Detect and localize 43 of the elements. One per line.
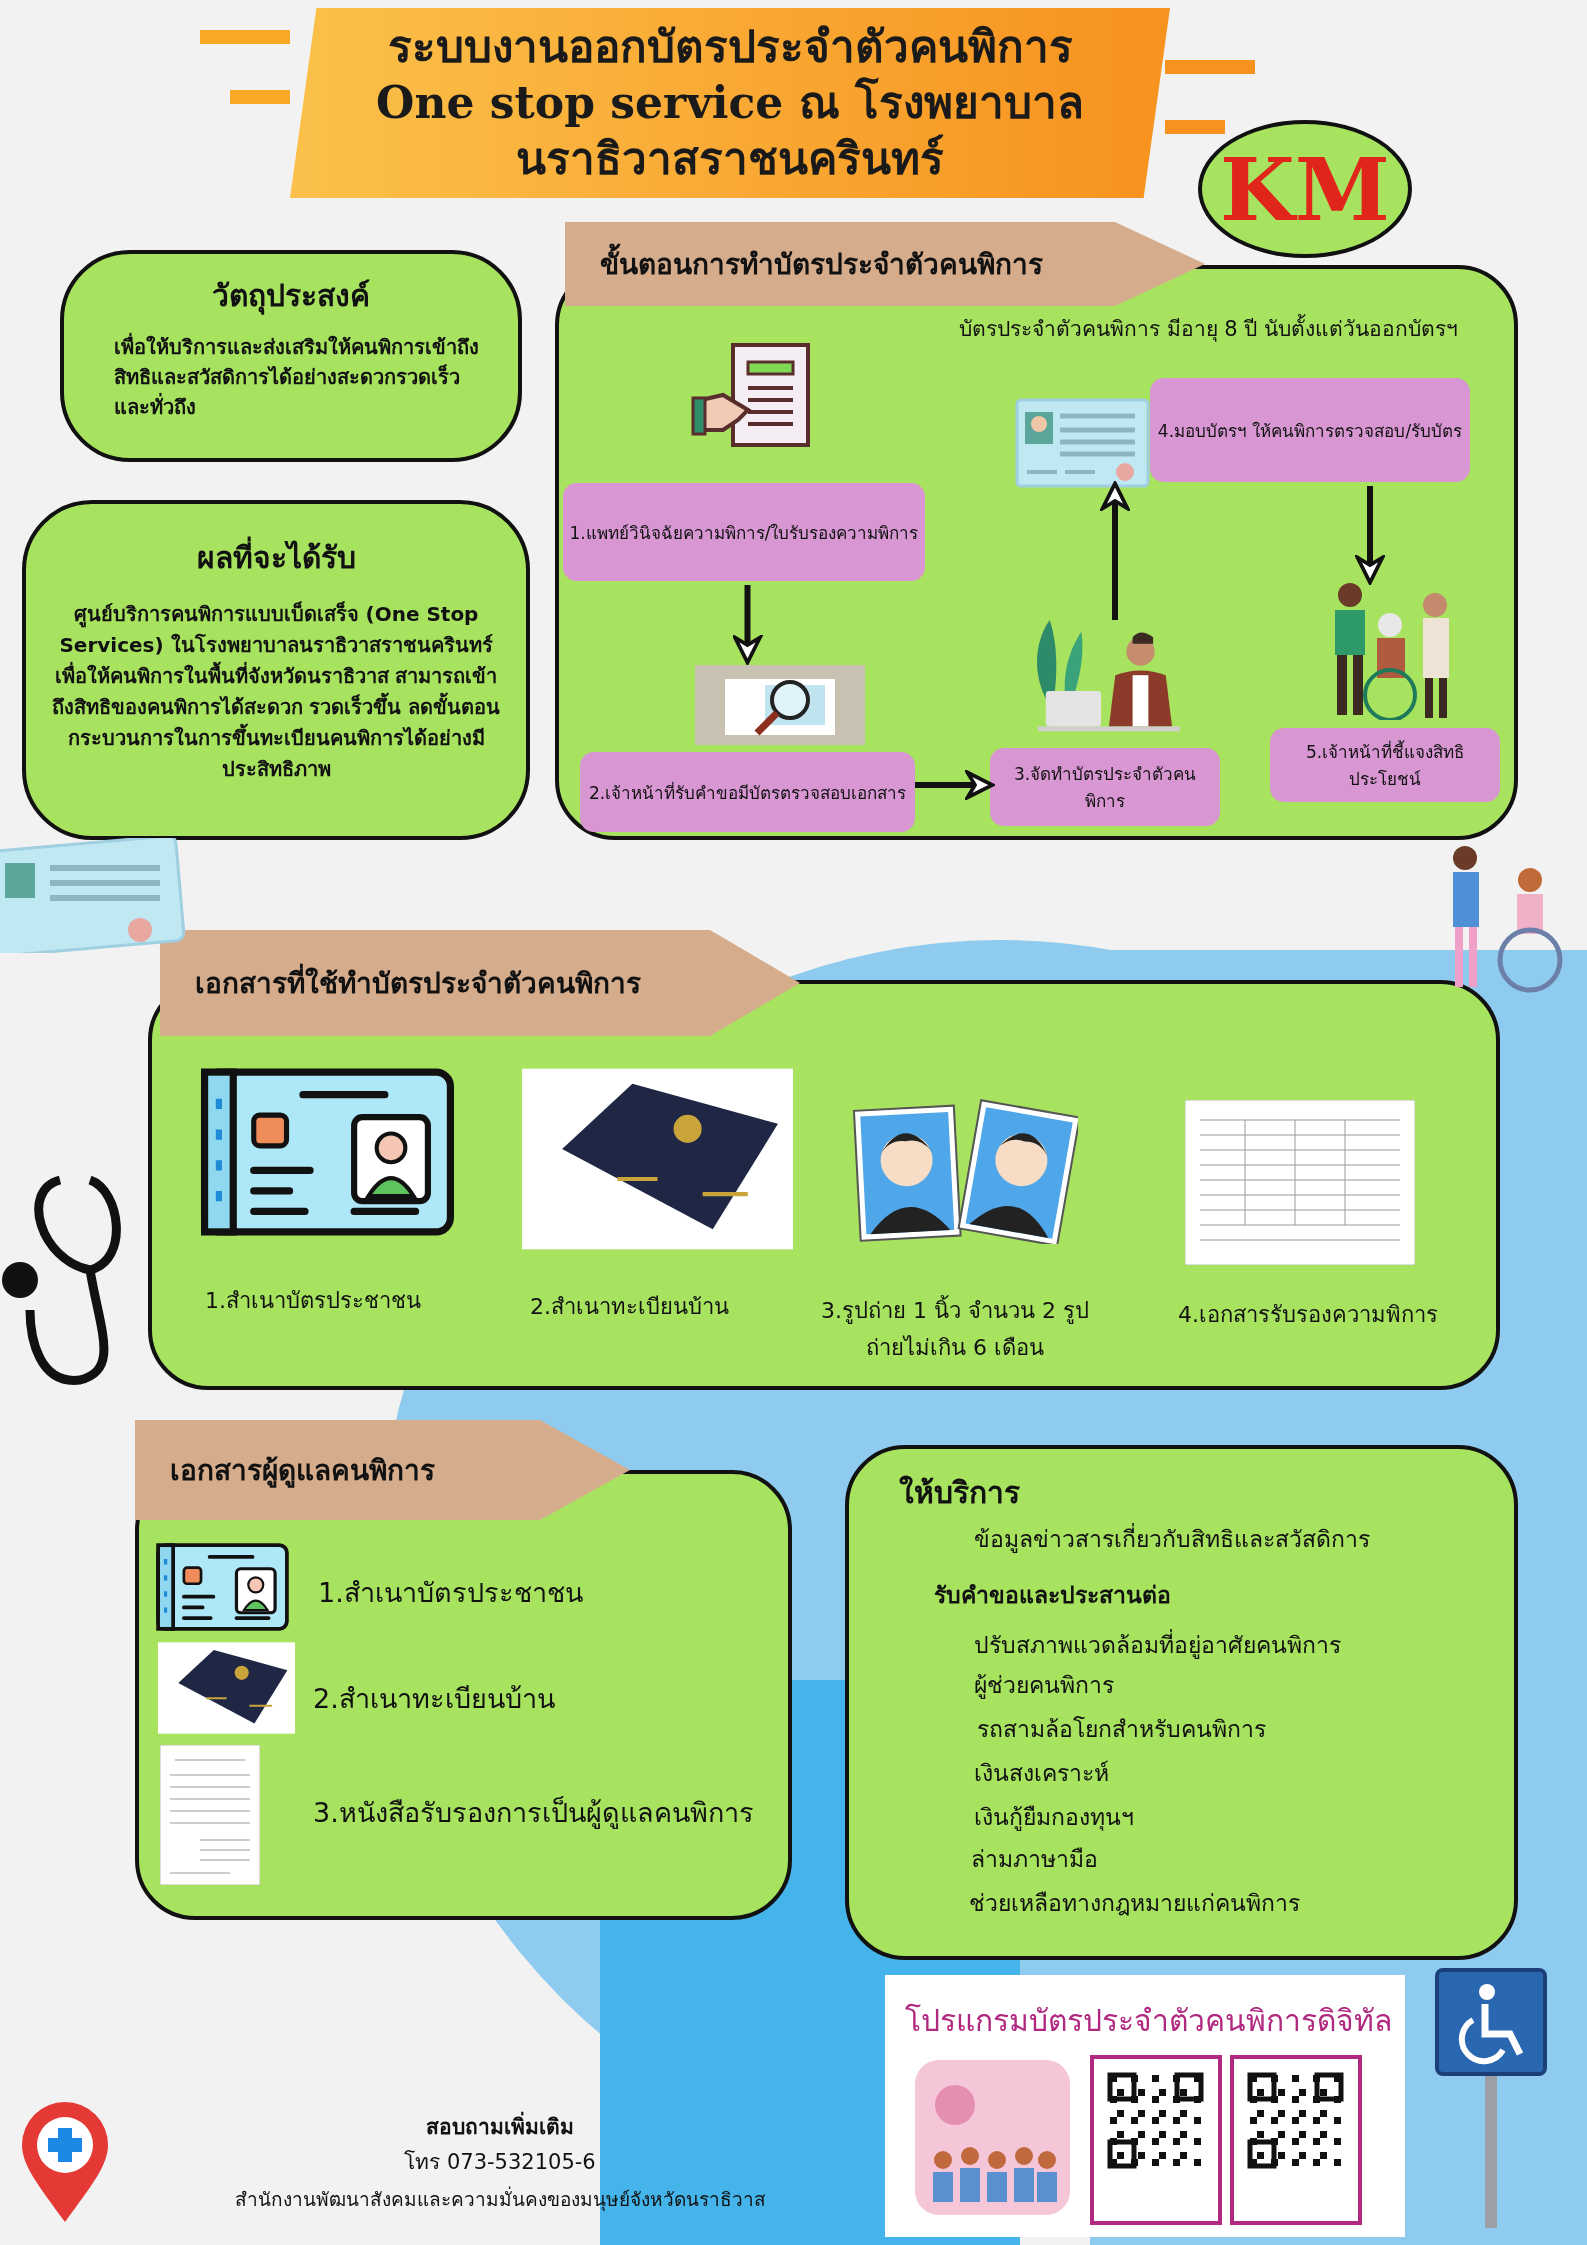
service-item: เงินกู้ยืมกองทุนฯ [974, 1803, 1134, 1833]
arrow [733, 585, 762, 665]
info-card [60, 250, 522, 462]
services-card [845, 1445, 1518, 1960]
subheading: รับคำขอและประสานต่อ [934, 1581, 1171, 1610]
service-item: เงินสงเคราะห์ [974, 1759, 1109, 1788]
app-promo-card [885, 1975, 1405, 2237]
km-badge: KM [1198, 120, 1412, 258]
step-label: 5.เจ้าหน้าที่ชี้แจงสิทธิประโยชน์ [1270, 728, 1500, 802]
card-heading: ผลที่จะได้รับ [26, 534, 526, 581]
section-tab: เอกสารผู้ดูแลคนพิการ [135, 1420, 630, 1520]
document-caption: 2.สำเนาทะเบียนบ้าน [313, 1682, 555, 1716]
arrow [915, 770, 995, 800]
service-item: ข้อมูลข่าวสารเกี่ยวกับสิทธิและสวัสดิการ [974, 1521, 1370, 1557]
step-label: 3.จัดทำบัตรประจำตัวคนพิการ [990, 748, 1220, 826]
step-label: 4.มอบบัตรฯ ให้คนพิการตรวจสอบ/รับบัตร [1150, 378, 1470, 482]
step-label: 2.เจ้าหน้าที่รับคำขอมีบัตรตรวจสอบเอกสาร [580, 752, 915, 832]
info-card [22, 500, 530, 840]
arrow [1100, 481, 1130, 620]
document-caption: 2.สำเนาทะเบียนบ้าน [530, 1293, 729, 1321]
service-item: รถสามล้อโยกสำหรับคนพิการ [977, 1715, 1266, 1744]
section-tab: เอกสารที่ใช้ทำบัตรประจำตัวคนพิการ [160, 930, 800, 1036]
service-item: ปรับสภาพแวดล้อมที่อยู่อาศัยคนพิการ [974, 1627, 1341, 1663]
service-item: ช่วยเหลือทางกฎหมายแก่คนพิการ [969, 1889, 1300, 1918]
document-caption: 3.รูปถ่าย 1 นิ้ว จำนวน 2 รูป ถ่ายไม่เกิน 6 เดือน [810, 1292, 1100, 1367]
validity-note: บัตรประจำตัวคนพิการ มีอายุ 8 ปี นับตั้งแต่วันออกบัตรฯ [958, 312, 1458, 345]
footer-text: โทร 073-532105-6 [403, 2149, 597, 2176]
footer-heading: สอบถามเพิ่มเติม [180, 2110, 820, 2146]
title-text: ระบบงานออกบัตรประจำตัวคนพิการ One stop service ณ โรงพยาบาลนราธิวาสราชนครินทร์ [375, 20, 1085, 186]
step-label: 1.แพทย์วินิจฉัยความพิการ/ใบรับรองความพิการ [563, 483, 925, 581]
card-heading: วัตถุประสงค์ [211, 277, 371, 317]
card-text: เพื่อให้บริการและส่งเสริมให้คนพิการเข้าถึงสิทธิและสวัสดิการได้อย่างสะดวกรวดเร็วและทั่วถึง [114, 332, 480, 421]
document-caption: 3.หนังสือรับรองการเป็นผู้ดูแลคนพิการ [313, 1795, 754, 1831]
service-item: ล่ามภาษามือ [971, 1845, 1098, 1874]
document-caption: 1.สำเนาบัตรประชาชน [318, 1576, 583, 1610]
card-text: ศูนย์บริการคนพิการแบบเบ็ดเสร็จ (One Stop Services) ในโรงพยาบาลนราธิวาสราชนครินทร์ เพื่อให้คนพิการในพื้นที่จังหวัดนราธิวาส สามารถเข้าถึงสิทธิของคนพิการได้สะดวก รวดเร็วขึ้น ลดขั้นตอนกระบวนการในการขึ้นทะเบียนคนพิการได้อย่างมีประสิทธิภาพ [50, 600, 502, 783]
service-item: ผู้ช่วยคนพิการ [974, 1671, 1114, 1701]
promo-heading: โปรแกรมบัตรประจำตัวคนพิการดิจิทัล [905, 2002, 1392, 2040]
arrow [1355, 486, 1385, 585]
document-caption: 1.สำเนาบัตรประชาชน [205, 1287, 421, 1315]
document-caption: 4.เอกสารรับรองความพิการ [1178, 1301, 1438, 1329]
card-heading: ให้บริการ [899, 1474, 1020, 1512]
section-tab: ขั้นตอนการทำบัตรประจำตัวคนพิการ [565, 222, 1205, 306]
